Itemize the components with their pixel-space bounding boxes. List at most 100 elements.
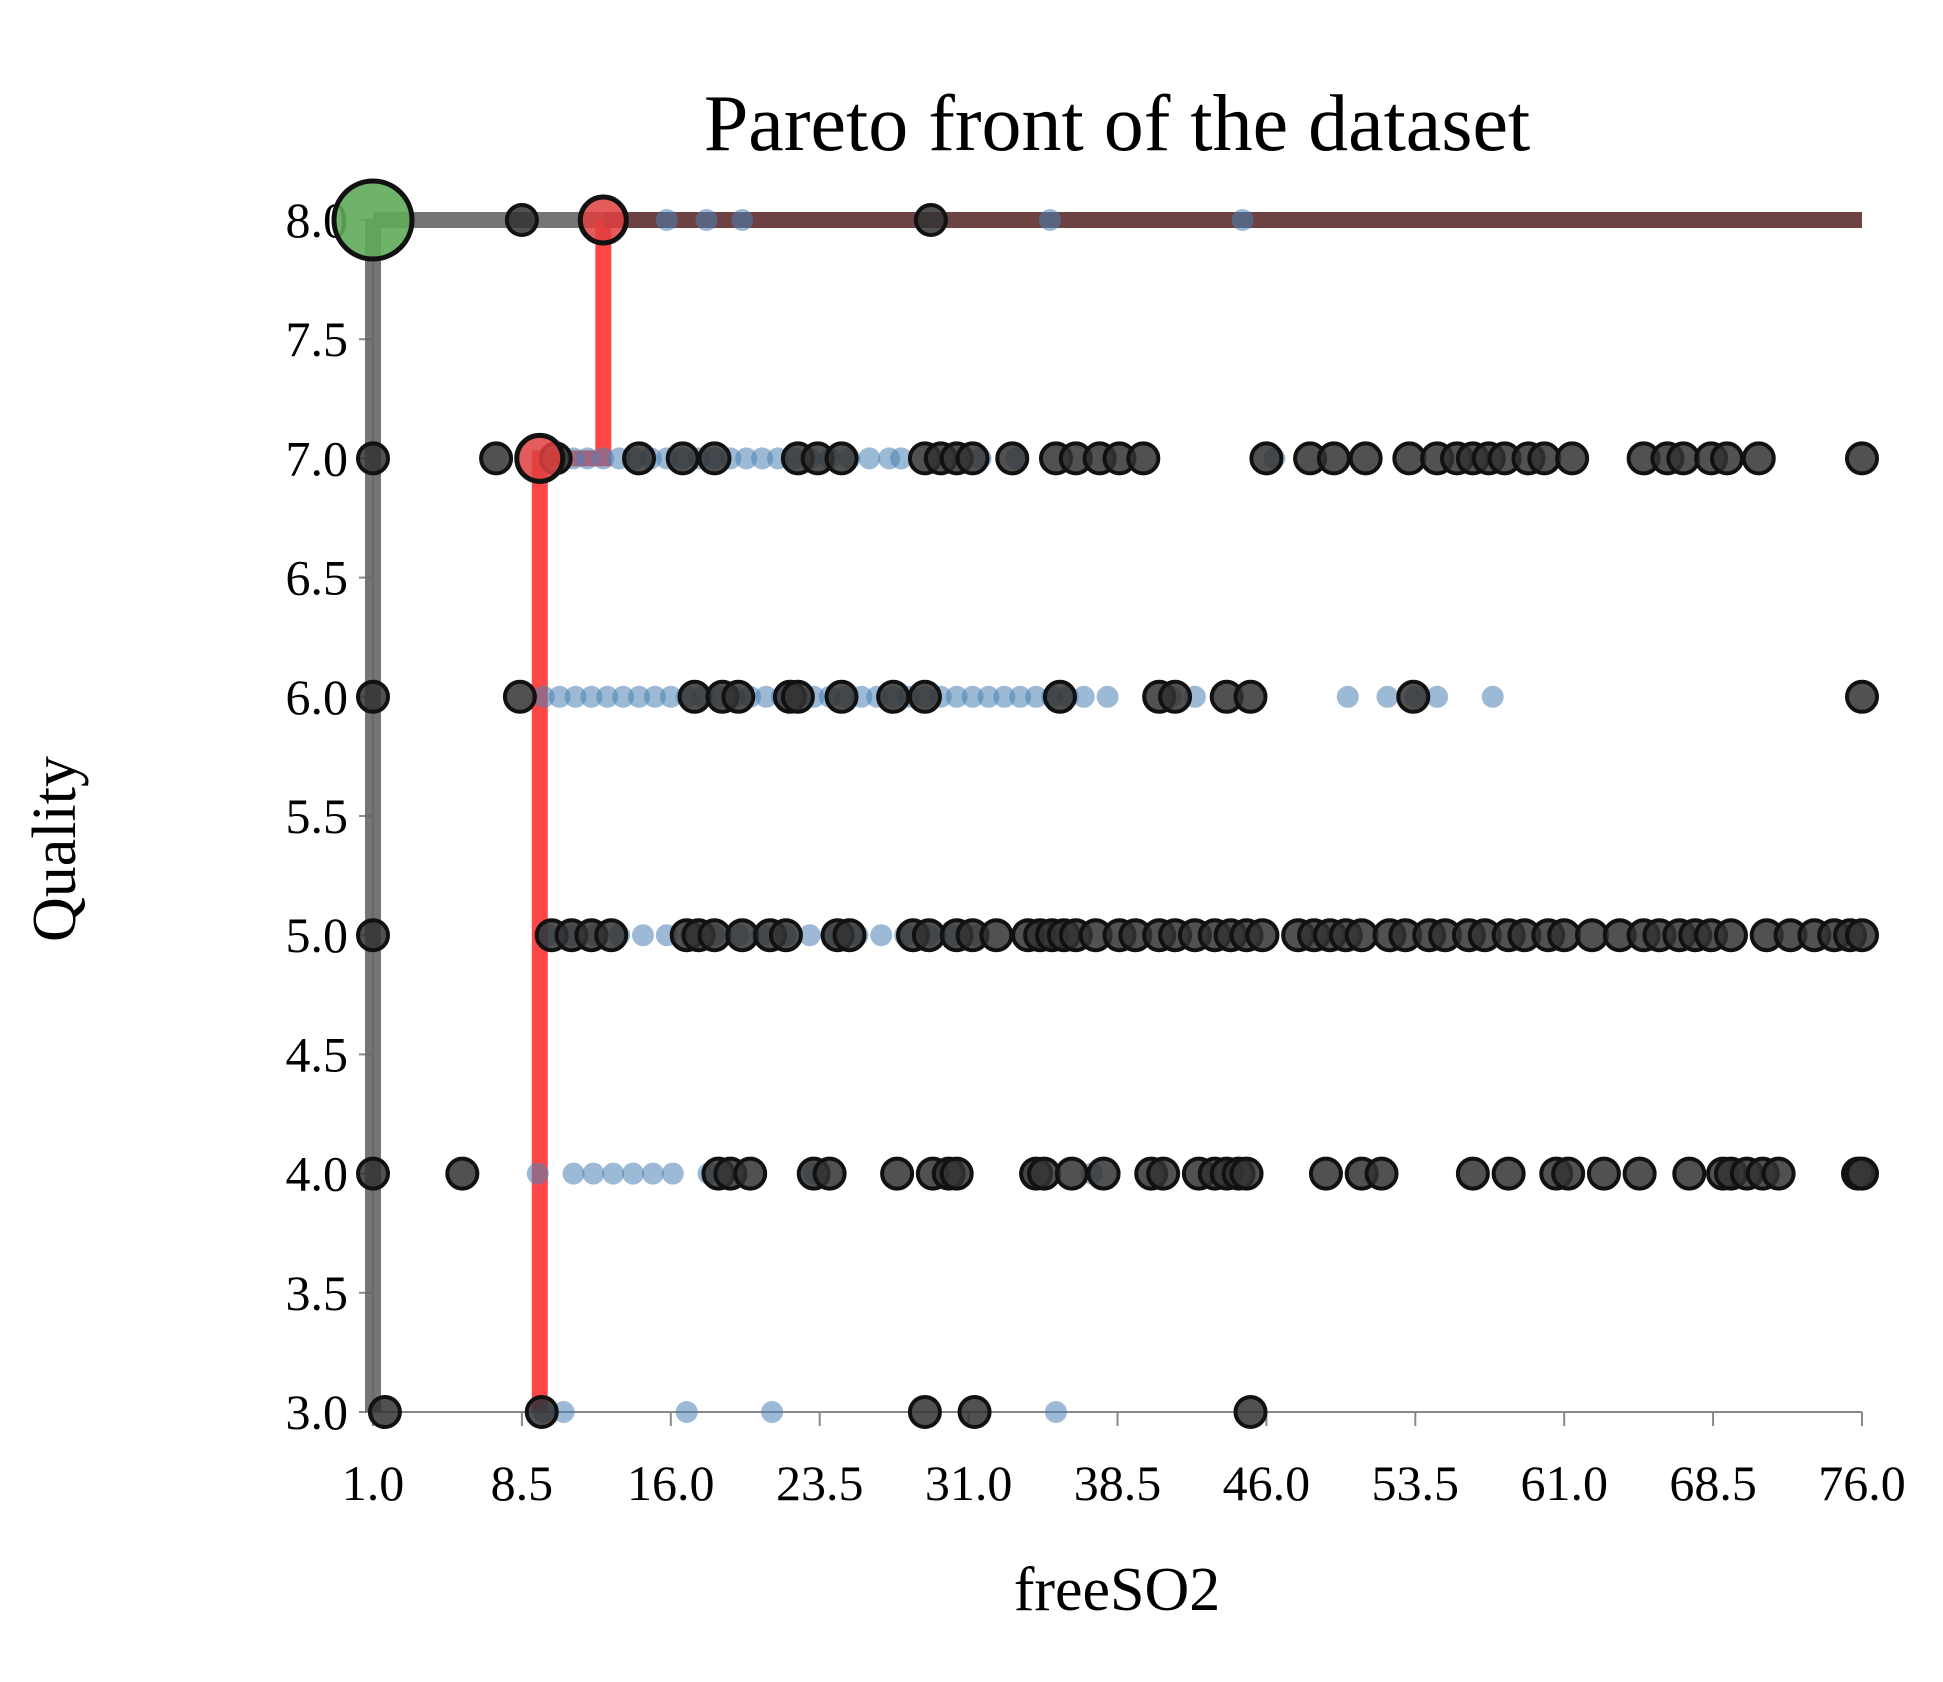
dominated-point — [1348, 441, 1383, 476]
front2-step-line — [531, 220, 612, 1412]
background-point — [1038, 209, 1061, 231]
dominated-point — [356, 441, 390, 476]
background-point — [552, 1401, 575, 1423]
y-tick-label: 5.0 — [286, 907, 349, 963]
x-tick-label: 68.5 — [1669, 1455, 1757, 1511]
dominated-point — [1555, 441, 1590, 476]
background-point — [1025, 685, 1048, 708]
background-point — [993, 685, 1016, 708]
dominated-point — [367, 1395, 402, 1429]
background-point — [526, 1162, 549, 1185]
background-point — [548, 685, 571, 708]
background-point — [643, 685, 666, 708]
dominated-point — [356, 679, 390, 714]
dominated-point — [1027, 1156, 1062, 1191]
dominated-point — [1845, 679, 1879, 714]
dominated-point — [1491, 1156, 1526, 1191]
background-point — [1231, 209, 1254, 231]
dominated-point — [939, 1156, 974, 1191]
dominated-point — [1574, 918, 1609, 953]
dominated-point — [1344, 918, 1379, 953]
background-point — [755, 685, 778, 708]
dominated-point — [880, 1156, 915, 1191]
y-tick-label: 7.5 — [286, 311, 349, 367]
dominated-point — [594, 918, 629, 953]
background-point — [1376, 685, 1399, 708]
dominated-point — [1551, 1156, 1586, 1191]
dominated-point — [1666, 441, 1701, 476]
y-tick-label: 4.0 — [286, 1146, 349, 1202]
dominated-point — [1396, 679, 1431, 714]
background-point — [632, 924, 655, 947]
x-tick-label: 46.0 — [1223, 1455, 1311, 1511]
dominated-point — [1392, 441, 1427, 476]
background-point — [1426, 685, 1449, 708]
x-tick-label: 8.5 — [491, 1455, 554, 1511]
background-point — [695, 209, 718, 231]
dominated-point — [665, 441, 700, 476]
background-point — [655, 209, 678, 231]
dominated-point — [957, 1395, 992, 1429]
background-point — [582, 1162, 605, 1185]
background-point — [592, 447, 615, 470]
dominated-point — [733, 1156, 768, 1191]
dominated-point — [907, 1395, 942, 1429]
dominated-point — [824, 679, 859, 714]
dominated-point — [1713, 918, 1748, 953]
front-lines — [365, 212, 1862, 1412]
dominated-point — [721, 679, 756, 714]
dominated-point — [356, 1156, 390, 1191]
dominated-point — [1158, 679, 1193, 714]
dominated-point — [1233, 1395, 1268, 1429]
background-point — [564, 685, 587, 708]
background-point — [602, 1162, 625, 1185]
y-tick-label: 3.0 — [286, 1384, 349, 1440]
dominated-point — [995, 441, 1030, 476]
y-tick-label: 7.0 — [286, 430, 349, 486]
background-point — [870, 924, 893, 947]
dominated-point — [697, 918, 732, 953]
background-point — [1072, 685, 1095, 708]
background-point — [735, 447, 758, 470]
dominated-point — [445, 1156, 480, 1191]
background-point — [945, 685, 968, 708]
x-tick-label: 23.5 — [776, 1455, 864, 1511]
background-point — [532, 685, 555, 708]
dominated-point — [1845, 918, 1879, 953]
background-point — [761, 1401, 784, 1423]
front2-point — [514, 432, 566, 484]
dominated-point — [1761, 1156, 1796, 1191]
background-point — [1336, 685, 1359, 708]
dominated-point — [1547, 918, 1582, 953]
x-tick-label: 1.0 — [342, 1455, 405, 1511]
dominated-point — [824, 441, 859, 476]
dominated-point — [504, 203, 539, 237]
background-point — [612, 685, 635, 708]
dominated-point — [1042, 679, 1077, 714]
dominated-point — [780, 679, 815, 714]
dominated-point — [1672, 1156, 1707, 1191]
background-point — [622, 1162, 645, 1185]
dominated-point — [832, 918, 867, 953]
dominated-point — [1586, 1156, 1621, 1191]
background-point — [1009, 685, 1032, 708]
background-point — [1044, 1401, 1067, 1423]
dominated-point — [1146, 1156, 1181, 1191]
data-points — [331, 178, 1879, 1429]
dominated-point — [1086, 1156, 1121, 1191]
dominated-point — [1233, 679, 1268, 714]
dominated-point — [1455, 1156, 1490, 1191]
dominated-point — [1709, 441, 1744, 476]
dominated-point — [1308, 1156, 1343, 1191]
dominated-point — [524, 1395, 559, 1429]
x-tick-label: 61.0 — [1520, 1455, 1608, 1511]
dominated-point — [1527, 441, 1562, 476]
dominated-point — [1845, 1156, 1879, 1191]
background-point — [576, 447, 599, 470]
background-point — [890, 447, 913, 470]
y-tick-label: 4.5 — [286, 1026, 349, 1082]
dominated-point — [1845, 441, 1879, 476]
chart-title: Pareto front of the dataset — [704, 80, 1530, 168]
